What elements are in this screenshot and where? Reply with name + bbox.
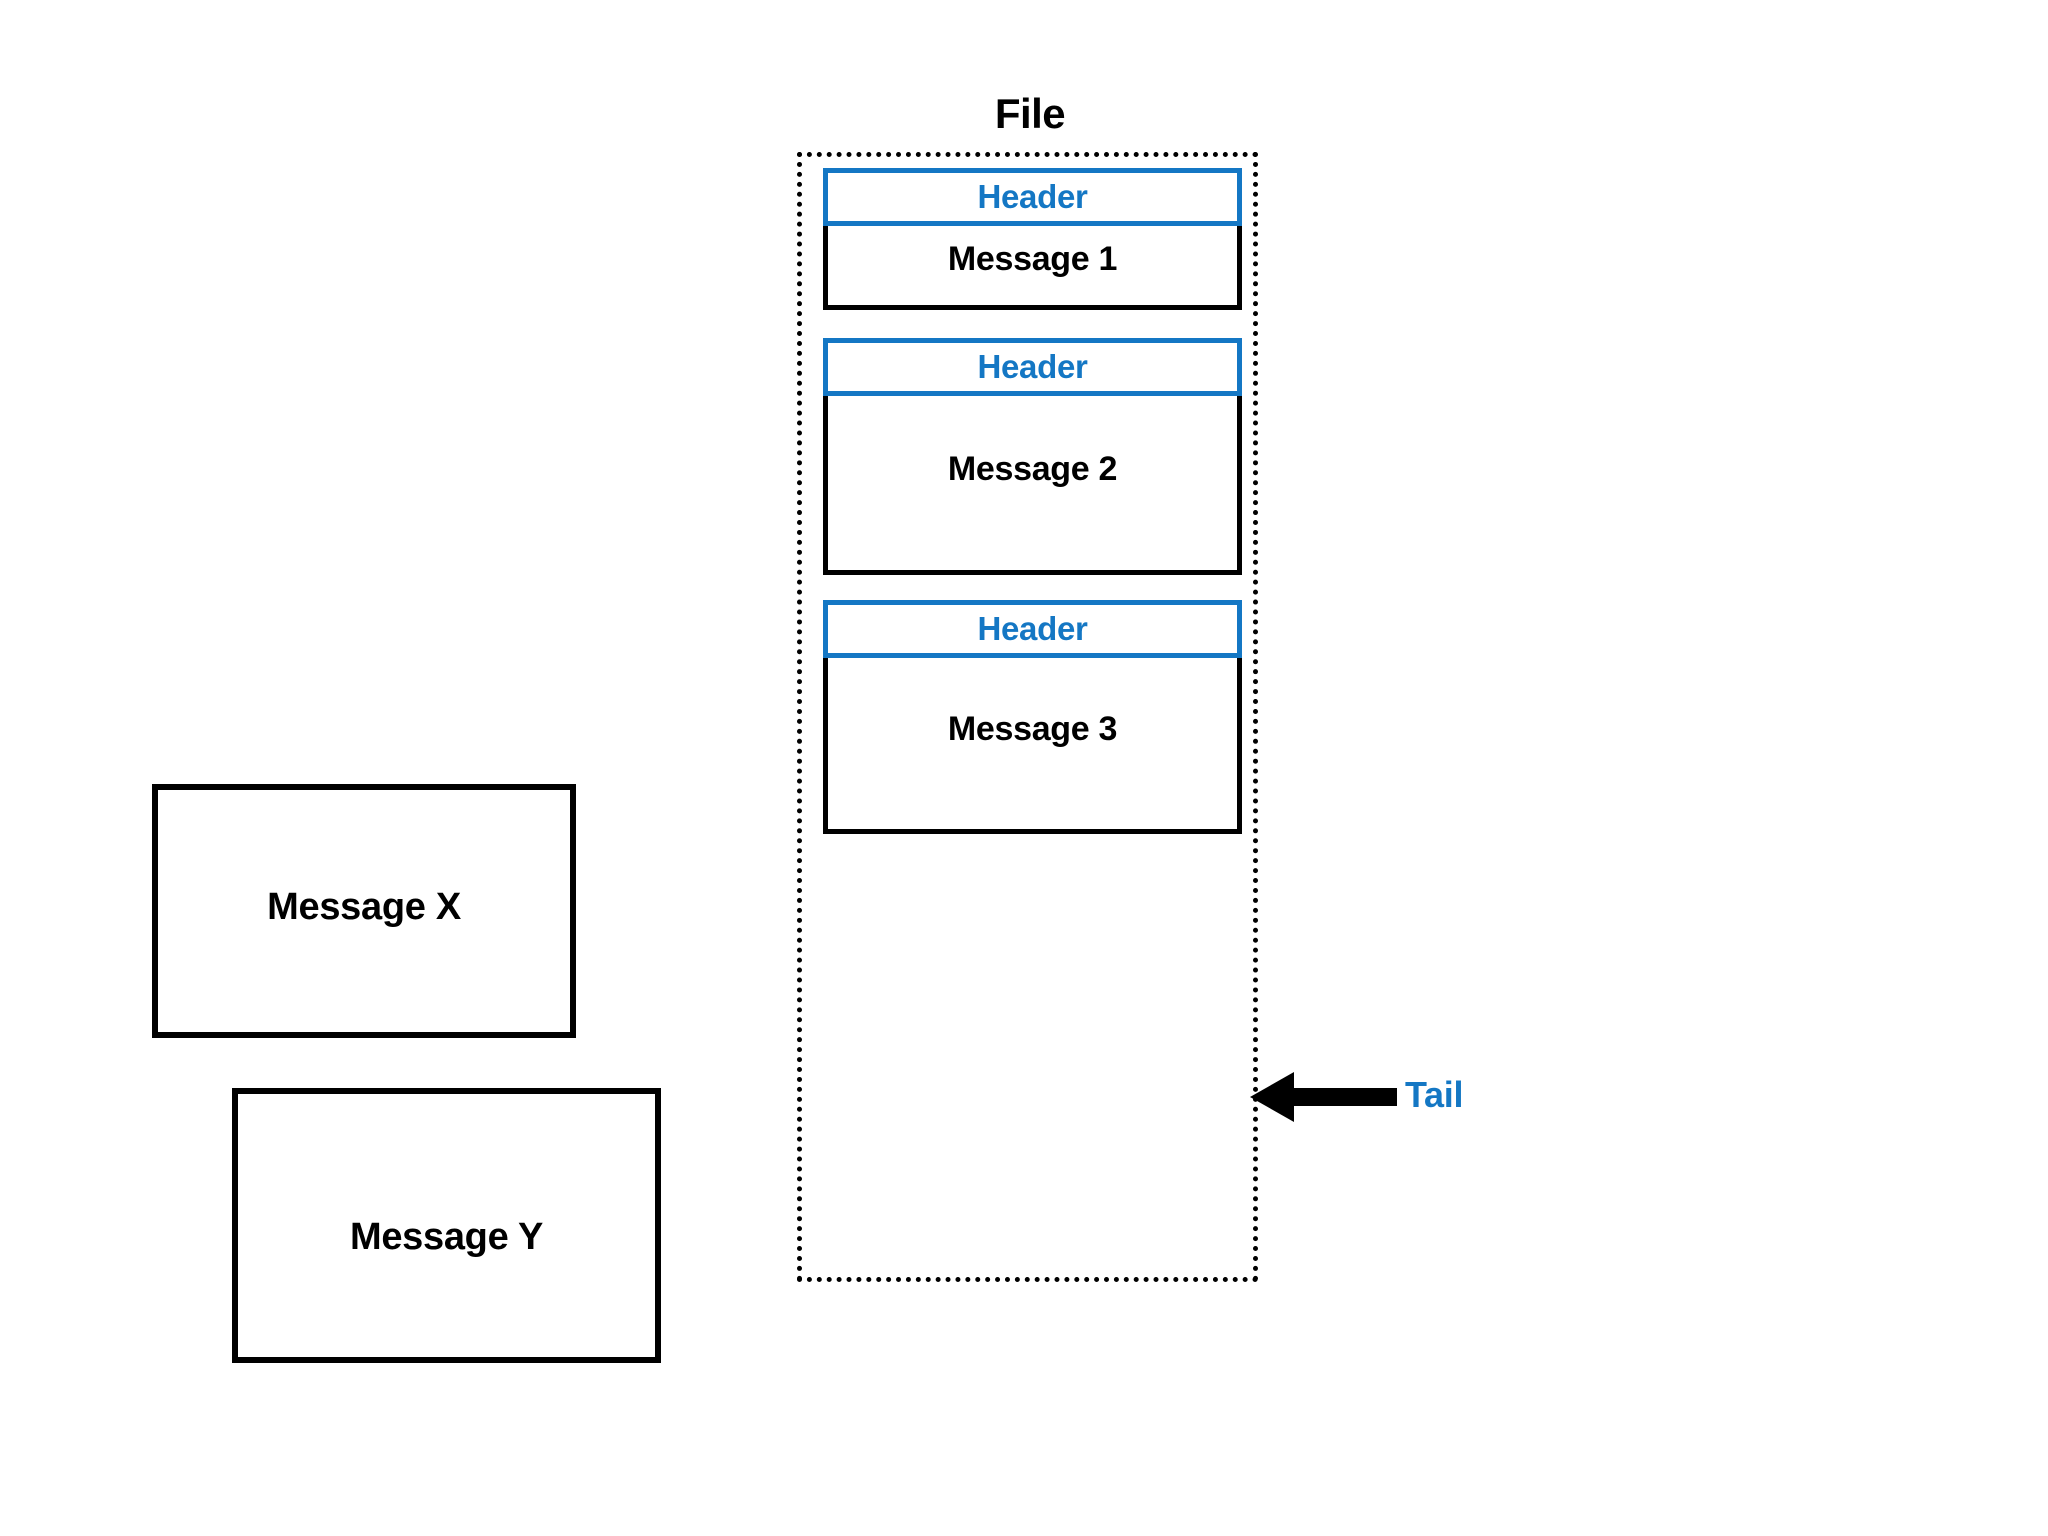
- message-body-3: Message 3: [823, 658, 1242, 834]
- message-label-x: Message X: [267, 886, 461, 928]
- header-bar-1: Header: [823, 168, 1242, 226]
- header-bar-2: Header: [823, 338, 1242, 396]
- message-block-2: Header Message 2: [823, 338, 1242, 575]
- message-body-1: Message 1: [823, 226, 1242, 310]
- header-label-2: Header: [977, 348, 1088, 385]
- message-label-1: Message 1: [947, 240, 1118, 278]
- message-block-1: Header Message 1: [823, 168, 1242, 310]
- message-body-2: Message 2: [823, 396, 1242, 575]
- tail-label: Tail: [1405, 1074, 1464, 1115]
- file-container: Header Message 1 Header Message 2 Header…: [797, 152, 1258, 1282]
- message-box-x: Message X: [152, 784, 576, 1038]
- message-label-y: Message Y: [349, 1216, 544, 1258]
- message-block-3: Header Message 3: [823, 600, 1242, 834]
- message-label-3: Message 3: [947, 710, 1118, 748]
- message-label-2: Message 2: [947, 450, 1118, 488]
- message-box-y: Message Y: [232, 1088, 661, 1363]
- header-label-1: Header: [977, 178, 1088, 215]
- tail-pointer: Tail: [1250, 1068, 1580, 1128]
- arrow-left-icon: [1250, 1072, 1397, 1122]
- header-bar-3: Header: [823, 600, 1242, 658]
- page-title: File: [994, 90, 1066, 137]
- header-label-3: Header: [977, 610, 1088, 647]
